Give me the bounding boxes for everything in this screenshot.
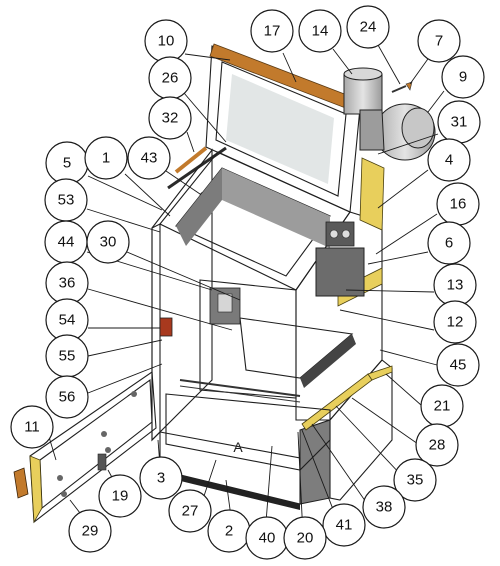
svg-text:2: 2 [225, 523, 233, 540]
svg-text:45: 45 [450, 357, 467, 374]
callout-36: 36 [45, 261, 89, 305]
callout-32: 32 [148, 96, 192, 140]
callout-26: 26 [148, 56, 192, 100]
front-door [13, 371, 157, 524]
callout-3: 3 [139, 456, 183, 500]
callout-31: 31 [437, 100, 481, 144]
svg-text:35: 35 [407, 472, 424, 489]
svg-text:29: 29 [82, 523, 99, 540]
callout-19: 19 [98, 474, 142, 518]
callout-9: 9 [441, 55, 485, 99]
svg-text:9: 9 [459, 69, 467, 86]
callout-20: 20 [283, 516, 327, 560]
svg-text:27: 27 [182, 503, 199, 520]
callout-16: 16 [436, 182, 480, 226]
door-handle [13, 467, 29, 499]
flue-outlet [343, 67, 436, 161]
callout-45: 45 [436, 343, 480, 387]
control-panel [315, 247, 365, 297]
callout-44: 44 [44, 220, 88, 264]
svg-text:56: 56 [59, 389, 76, 406]
callout-24: 24 [346, 5, 390, 49]
side-insulation-strip [359, 157, 385, 231]
callout-28: 28 [415, 423, 459, 467]
svg-text:19: 19 [112, 488, 129, 505]
callout-27: 27 [168, 489, 212, 533]
svg-text:44: 44 [58, 234, 75, 251]
svg-text:24: 24 [360, 19, 377, 36]
callout-14: 14 [298, 9, 342, 53]
callout-21: 21 [420, 384, 464, 428]
svg-text:4: 4 [445, 152, 453, 169]
callout-10: 10 [144, 19, 188, 63]
callout-38: 38 [362, 485, 406, 529]
svg-text:28: 28 [429, 437, 446, 454]
callout-17: 17 [250, 9, 294, 53]
svg-text:10: 10 [158, 33, 175, 50]
callout-30: 30 [86, 220, 130, 264]
svg-text:6: 6 [445, 235, 453, 252]
svg-text:16: 16 [450, 196, 467, 213]
svg-text:32: 32 [162, 110, 179, 127]
svg-text:11: 11 [24, 419, 40, 436]
svg-text:20: 20 [297, 530, 314, 547]
svg-text:43: 43 [141, 150, 158, 167]
svg-text:1: 1 [102, 150, 110, 167]
svg-text:12: 12 [447, 314, 464, 331]
svg-text:31: 31 [451, 114, 468, 131]
callout-2: 2 [207, 509, 251, 553]
svg-text:40: 40 [259, 530, 276, 547]
callout-43: 43 [127, 136, 171, 180]
svg-text:21: 21 [434, 398, 451, 415]
callout-35: 35 [393, 458, 437, 502]
svg-text:38: 38 [376, 499, 393, 516]
svg-text:5: 5 [63, 155, 71, 172]
callout-1: 1 [84, 136, 128, 180]
svg-text:14: 14 [312, 23, 329, 40]
callout-11: 11 [10, 405, 54, 449]
callout-6: 6 [427, 221, 471, 265]
zone-a-label: A [233, 439, 243, 455]
door-seal-strip [301, 373, 373, 431]
svg-text:17: 17 [264, 23, 281, 40]
svg-text:53: 53 [58, 192, 75, 209]
callout-13: 13 [433, 263, 477, 307]
svg-text:55: 55 [59, 348, 76, 365]
svg-text:41: 41 [336, 517, 353, 534]
callout-5: 5 [45, 141, 89, 185]
callout-56: 56 [45, 375, 89, 419]
svg-text:13: 13 [447, 277, 464, 294]
svg-text:3: 3 [157, 470, 165, 487]
callout-41: 41 [322, 503, 366, 547]
boiler-body [151, 148, 393, 510]
svg-text:36: 36 [59, 275, 76, 292]
thermostat-knob [159, 317, 173, 337]
callouts: 17 14 24 10 7 9 26 32 31 5 1 43 4 53 16 … [10, 5, 485, 560]
callout-54: 54 [45, 298, 89, 342]
callout-53: 53 [44, 178, 88, 222]
callout-12: 12 [433, 300, 477, 344]
callout-4: 4 [427, 138, 471, 182]
callout-55: 55 [45, 334, 89, 378]
svg-text:7: 7 [435, 33, 443, 50]
svg-text:54: 54 [59, 312, 76, 329]
callout-7: 7 [417, 19, 461, 63]
svg-text:26: 26 [162, 70, 179, 87]
callout-40: 40 [245, 516, 289, 560]
svg-text:30: 30 [100, 234, 117, 251]
callout-29: 29 [68, 509, 112, 553]
